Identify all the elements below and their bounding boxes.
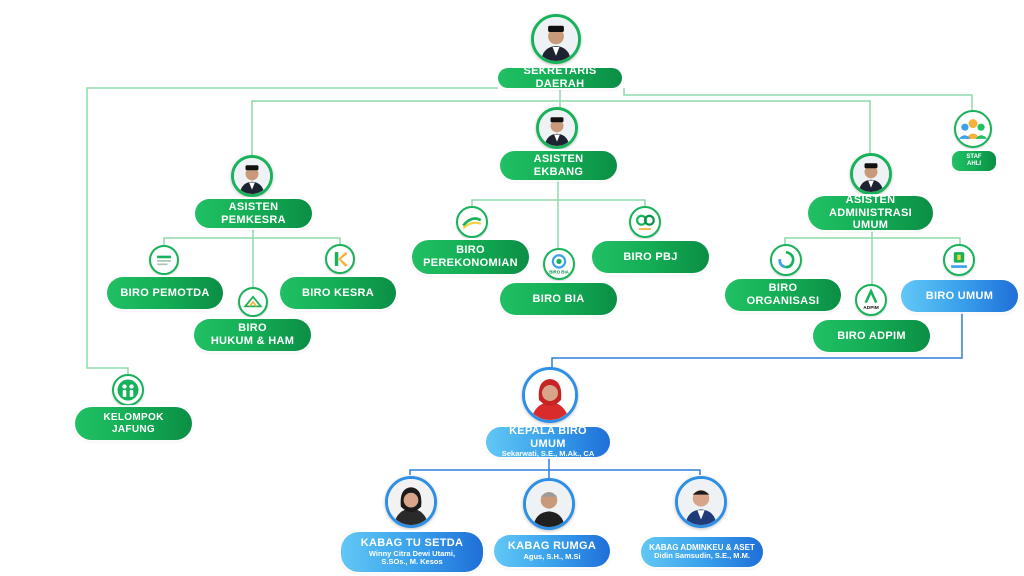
person-silhouette-icon: [534, 17, 578, 61]
perekonomian-logo: [456, 206, 488, 238]
kepala-photo: [522, 367, 578, 423]
person-silhouette-icon: [853, 156, 889, 192]
bia-logo-text: BIRO BIA: [549, 270, 569, 275]
letter-a-emblem-icon: ADPIM: [857, 286, 885, 314]
hukum-logo: [238, 287, 268, 317]
person-silhouette-icon: [526, 481, 572, 527]
ekbang-node[interactable]: ASISTEN EKBANG: [500, 151, 617, 180]
jafung-label-line1: KELOMPOK: [103, 412, 163, 424]
kepala-node[interactable]: KEPALA BIRO UMUM Sekarwati, S.E., M.Ak.,…: [486, 427, 610, 457]
rumga-photo: [523, 478, 575, 530]
tu-node[interactable]: KABAG TU SETDA Winny Citra Dewi Utami, S…: [341, 532, 483, 572]
adminkeu-name: Didin Samsudin, S.E., M.M.: [654, 552, 750, 561]
bia-logo: BIRO BIA: [543, 248, 575, 280]
tu-title: KABAG TU SETDA: [361, 537, 464, 550]
bia-label: BIRO BIA: [533, 293, 585, 306]
adminum-label-line1: ASISTEN: [846, 194, 896, 207]
organisasi-label: BIRO ORGANISASI: [733, 282, 833, 307]
people-group-icon: [956, 112, 990, 146]
adpim-node[interactable]: BIRO ADPIM: [813, 320, 930, 352]
sekda-label: SEKRETARIS DAERAH: [506, 65, 614, 90]
pbj-node[interactable]: BIRO PBJ: [592, 241, 709, 273]
perekonomian-emblem-icon: [458, 208, 486, 236]
adpim-logo-text: ADPIM: [863, 305, 878, 311]
hukum-label-line1: BIRO: [238, 322, 267, 335]
person-silhouette-icon: [234, 158, 270, 194]
person-silhouette-icon: [388, 479, 434, 525]
adminkeu-node[interactable]: KABAG ADMINKEU & ASET Didin Samsudin, S.…: [641, 537, 763, 567]
pbj-emblem-icon: [631, 208, 659, 236]
sekda-photo: [531, 14, 581, 64]
staf-ahli-node[interactable]: STAF AHLI: [952, 151, 996, 171]
pbj-logo: [629, 206, 661, 238]
kesra-label: BIRO KESRA: [302, 287, 374, 300]
letter-k-emblem-icon: [327, 246, 353, 272]
pbj-label: BIRO PBJ: [623, 251, 677, 264]
umum-node[interactable]: BIRO UMUM: [901, 280, 1018, 312]
person-silhouette-icon: [539, 110, 575, 146]
pemotda-label: BIRO PEMOTDA: [120, 287, 209, 300]
rumga-node[interactable]: KABAG RUMGA Agus, S.H., M.Si: [494, 535, 610, 567]
umum-logo: [943, 244, 975, 276]
pemotda-node[interactable]: BIRO PEMOTDA: [107, 277, 223, 309]
tu-photo: [385, 476, 437, 528]
bia-emblem-icon: BIRO BIA: [545, 250, 573, 278]
adminum-node[interactable]: ASISTEN ADMINISTRASI UMUM: [808, 196, 933, 230]
kepala-title: KEPALA BIRO UMUM: [494, 425, 602, 450]
pemkesra-photo: [231, 155, 273, 197]
jafung-label-line2: JAFUNG: [112, 424, 155, 436]
hukum-node[interactable]: BIRO HUKUM & HAM: [194, 319, 311, 351]
jafung-node[interactable]: KELOMPOK JAFUNG: [75, 407, 192, 440]
adpim-logo: ADPIM: [855, 284, 887, 316]
ekbang-label: ASISTEN EKBANG: [508, 153, 609, 178]
bia-node[interactable]: BIRO BIA: [500, 283, 617, 315]
adpim-label: BIRO ADPIM: [837, 330, 906, 343]
swirl-emblem-icon: [772, 246, 800, 274]
organisasi-node[interactable]: BIRO ORGANISASI: [725, 279, 841, 311]
sekda-node[interactable]: SEKRETARIS DAERAH: [498, 68, 622, 88]
jafung-logo: [112, 374, 144, 406]
adminum-label-line2: ADMINISTRASI UMUM: [816, 207, 925, 232]
tu-name-line2: S.SOs., M. Kesos: [381, 558, 442, 567]
adminum-photo: [850, 153, 892, 195]
person-silhouette-icon: [525, 370, 575, 420]
hukum-label-line2: HUKUM & HAM: [211, 335, 294, 348]
kesra-logo: [325, 244, 355, 274]
kesra-node[interactable]: BIRO KESRA: [280, 277, 396, 309]
adminkeu-photo: [675, 476, 727, 528]
rumga-name: Agus, S.H., M.Si: [523, 553, 580, 562]
pemotda-emblem-icon: [151, 247, 177, 273]
pemkesra-node[interactable]: ASISTEN PEMKESRA: [195, 199, 312, 228]
ekbang-photo: [536, 107, 578, 149]
kepala-name: Sekarwati, S.E., M.Ak., CA: [502, 450, 595, 459]
pemotda-logo: [149, 245, 179, 275]
perekonomian-node[interactable]: BIRO PEREKONOMIAN: [412, 240, 529, 274]
perekonomian-label-line1: BIRO: [456, 244, 485, 257]
umum-emblem-icon: [945, 246, 973, 274]
organisasi-logo: [770, 244, 802, 276]
umum-label: BIRO UMUM: [926, 290, 993, 303]
mountain-emblem-icon: [240, 289, 266, 315]
people-icon: [114, 376, 142, 404]
person-silhouette-icon: [678, 479, 724, 525]
pemkesra-label: ASISTEN PEMKESRA: [203, 201, 304, 226]
staf-ahli-label: STAF AHLI: [960, 154, 988, 168]
perekonomian-label-line2: PEREKONOMIAN: [423, 257, 518, 270]
staf-ahli-logo: [954, 110, 992, 148]
